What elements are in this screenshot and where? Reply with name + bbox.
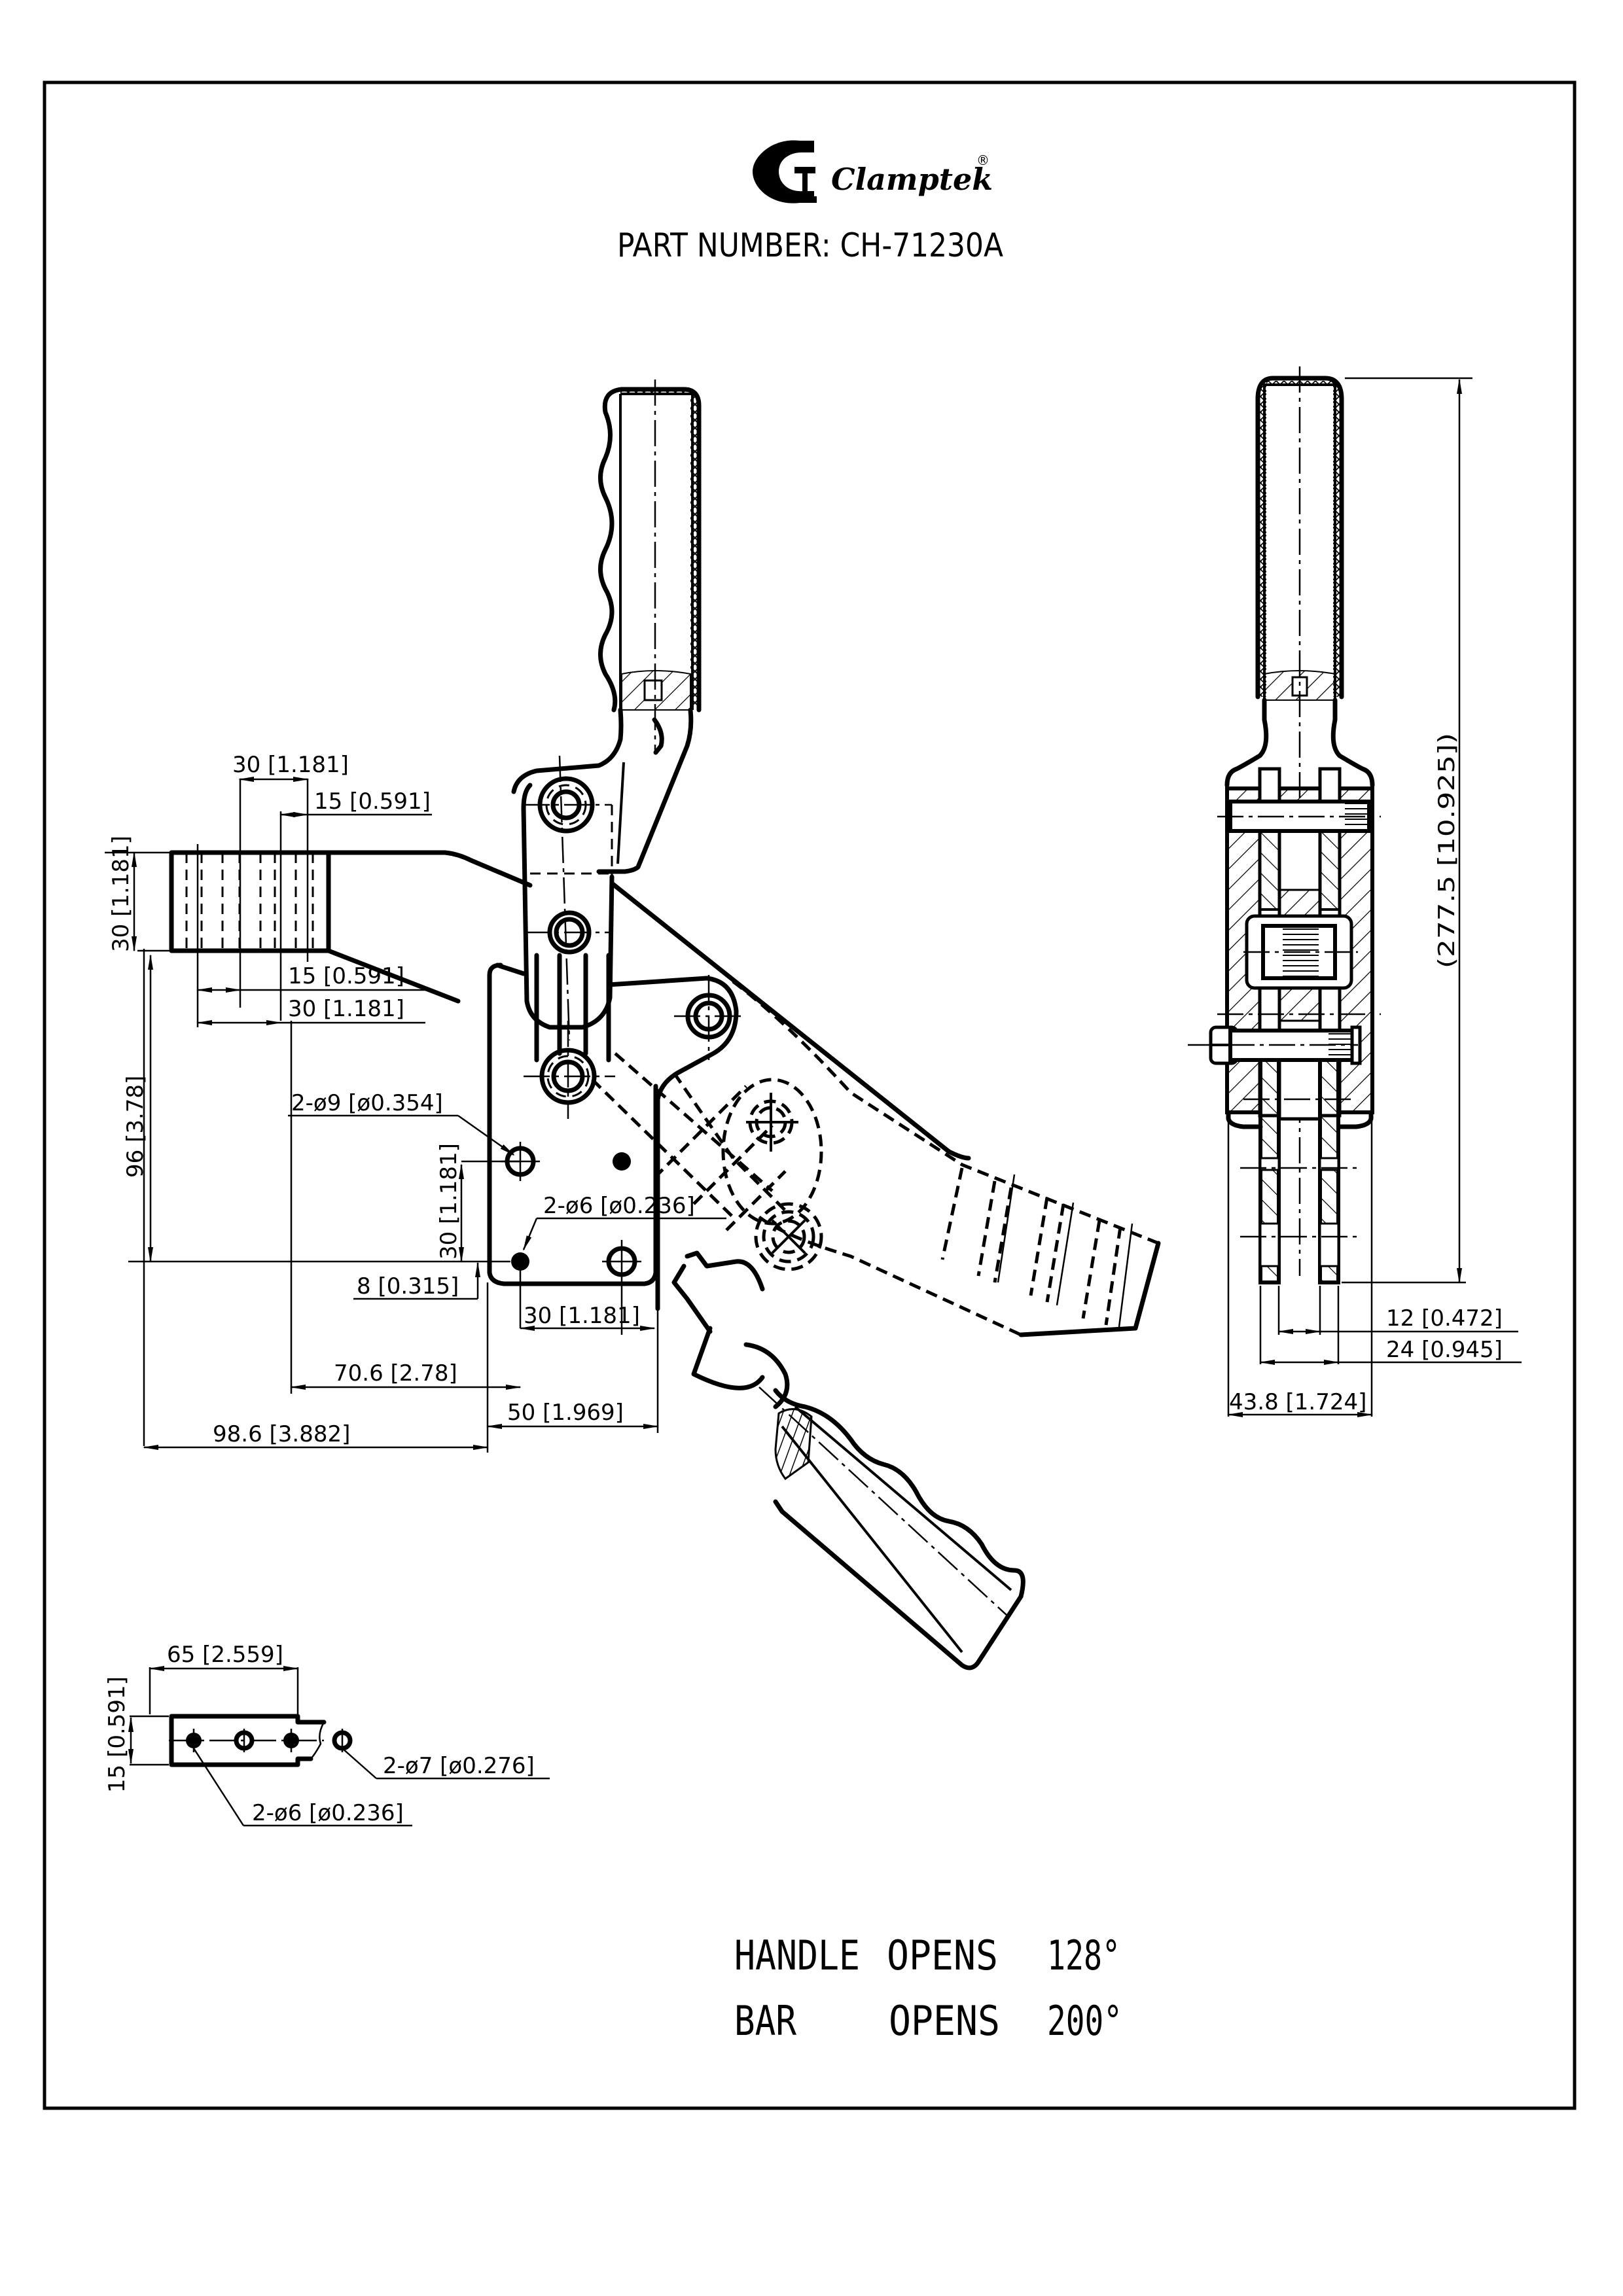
- dim-fork-width: 24 [0.945]: [1386, 1337, 1503, 1363]
- dim-bar-hole-offset-top: 15 [0.591]: [314, 788, 431, 815]
- lower-handle: [671, 1250, 1026, 1670]
- bar-detail-view: [128, 1666, 550, 1827]
- dim-overall-reach: 98.6 [3.882]: [213, 1421, 350, 1447]
- note-handle-angle: 128°: [1047, 1932, 1120, 1979]
- dim-holes-large: 2-ø7 [ø0.276]: [383, 1753, 535, 1779]
- dim-body-width: 43.8 [1.724]: [1229, 1389, 1366, 1415]
- brand-logo: Clamptek ®: [753, 140, 993, 203]
- dim-bar-length: 65 [2.559]: [167, 1642, 283, 1668]
- note-bar-item: BAR: [734, 1997, 797, 2045]
- dim-base-width: 50 [1.969]: [507, 1400, 624, 1426]
- registered-mark: ®: [976, 152, 990, 168]
- opening-angle-notes: HANDLE OPENS 128° BAR OPENS 200°: [734, 1932, 1122, 2045]
- dim-inner-gap: 12 [0.472]: [1386, 1305, 1503, 1332]
- dim-base-hole-small: 2-ø6 [ø0.236]: [543, 1193, 695, 1219]
- dim-bar-width: 30 [1.181]: [108, 836, 134, 952]
- drawing-border: [43, 80, 1577, 2110]
- front-view: 30 [1.181] 15 [0.591] 30 [1.181] 15 [0.5…: [105, 380, 1161, 1670]
- dim-bar-hole-spacing-top: 30 [1.181]: [232, 752, 349, 778]
- dim-base-horizontal-spacing: 30 [1.181]: [524, 1303, 640, 1329]
- main-body: [606, 881, 1161, 1337]
- dim-bar-thickness: 15 [0.591]: [104, 1676, 130, 1793]
- clamp-bar: [105, 850, 533, 1004]
- dim-base-vertical-spacing: 30 [1.181]: [436, 1143, 462, 1260]
- dim-base-edge-offset: 8 [0.315]: [357, 1273, 459, 1299]
- side-view: [1188, 366, 1522, 1417]
- note-handle-item: HANDLE: [734, 1932, 860, 1979]
- dim-reach-to-base: 70.6 [2.78]: [334, 1360, 457, 1386]
- part-number: PART NUMBER: CH-71230A: [617, 226, 1003, 264]
- note-bar-angle: 200°: [1047, 1997, 1122, 2045]
- brand-mark-icon: [753, 140, 817, 203]
- front-view-dimension-lines: [128, 777, 726, 1453]
- dim-bar-hole-offset-bottom: 15 [0.591]: [288, 963, 404, 989]
- upper-handle: [511, 380, 702, 874]
- dim-base-hole-large: 2-ø9 [ø0.354]: [291, 1090, 443, 1116]
- dim-bar-height: 96 [3.78]: [122, 1076, 149, 1178]
- note-handle-action: OPENS: [887, 1932, 998, 1979]
- dim-holes-small: 2-ø6 [ø0.236]: [252, 1800, 404, 1826]
- base-plate: [487, 963, 658, 1286]
- brand-name: Clamptek: [831, 162, 993, 197]
- dim-bar-hole-spacing-bottom: 30 [1.181]: [288, 996, 404, 1022]
- hidden-links: [524, 953, 823, 1271]
- dim-overall-height: (277.5 [10.925]): [1434, 733, 1460, 968]
- note-bar-action: OPENS: [889, 1997, 1000, 2045]
